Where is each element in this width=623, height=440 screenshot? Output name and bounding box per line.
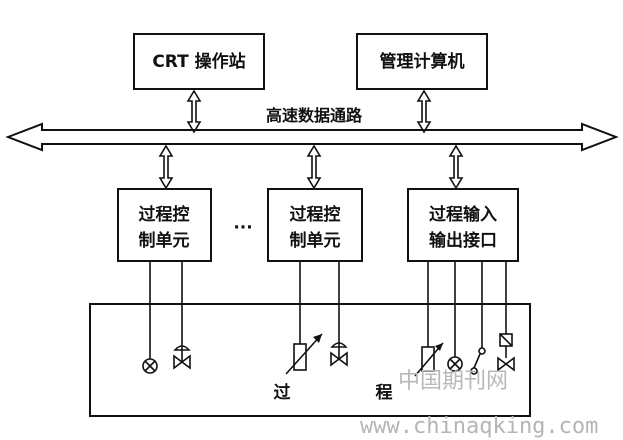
watermark-url: www.chinaqking.com xyxy=(360,414,598,439)
connector-crt-to-bus xyxy=(186,89,202,134)
crt-station-label: CRT 操作站 xyxy=(152,51,245,72)
double-arrow-icon xyxy=(448,144,464,190)
control-unit-2: 过程控 制单元 xyxy=(267,188,363,262)
process-box xyxy=(89,303,531,417)
connector-management-to-bus xyxy=(416,89,432,134)
control-unit-1: 过程控 制单元 xyxy=(117,188,212,262)
watermark-site-name: 中国期刊网 xyxy=(398,369,508,394)
ellipsis: ··· xyxy=(233,218,252,238)
process-label-char2: 程 xyxy=(376,383,393,403)
double-arrow-icon xyxy=(416,89,432,134)
valve-icon xyxy=(330,342,348,367)
io-interface-line1: 过程输入 xyxy=(429,204,497,225)
sensor-icon xyxy=(447,356,463,372)
management-computer-node: 管理计算机 xyxy=(356,33,488,90)
sensor-icon xyxy=(142,358,158,374)
connector-bus-to-unit-1 xyxy=(158,144,174,190)
crt-station-node: CRT 操作站 xyxy=(133,33,265,90)
process-label-char1: 过 xyxy=(274,383,291,403)
io-interface-box xyxy=(407,188,519,262)
connector-bus-to-io xyxy=(448,144,464,190)
valve-icon xyxy=(173,345,191,370)
management-computer-label: 管理计算机 xyxy=(380,51,465,72)
control-unit-1-line2: 制单元 xyxy=(139,230,190,251)
io-interface: 过程输入 输出接口 xyxy=(407,188,519,262)
variable-resistor-icon xyxy=(285,333,323,375)
switch-icon xyxy=(470,347,486,375)
control-unit-2-box xyxy=(267,188,363,262)
bus-arrow-icon xyxy=(5,122,619,152)
data-bus: 高速数据通路 xyxy=(5,106,619,152)
control-unit-2-line1: 过程控 xyxy=(290,204,341,225)
control-unit-2-line2: 制单元 xyxy=(290,230,341,251)
double-arrow-icon xyxy=(158,144,174,190)
actuator-valve-icon xyxy=(497,333,515,372)
variable-resistor-icon xyxy=(414,342,444,377)
double-arrow-icon xyxy=(306,144,322,190)
control-unit-1-line1: 过程控 xyxy=(139,204,190,225)
crt-station-box xyxy=(133,33,265,90)
management-computer-box xyxy=(356,33,488,90)
double-arrow-icon xyxy=(186,89,202,134)
io-interface-line2: 输出接口 xyxy=(429,230,497,251)
bus-label: 高速数据通路 xyxy=(266,106,363,125)
control-unit-1-box xyxy=(117,188,212,262)
connector-bus-to-unit-2 xyxy=(306,144,322,190)
